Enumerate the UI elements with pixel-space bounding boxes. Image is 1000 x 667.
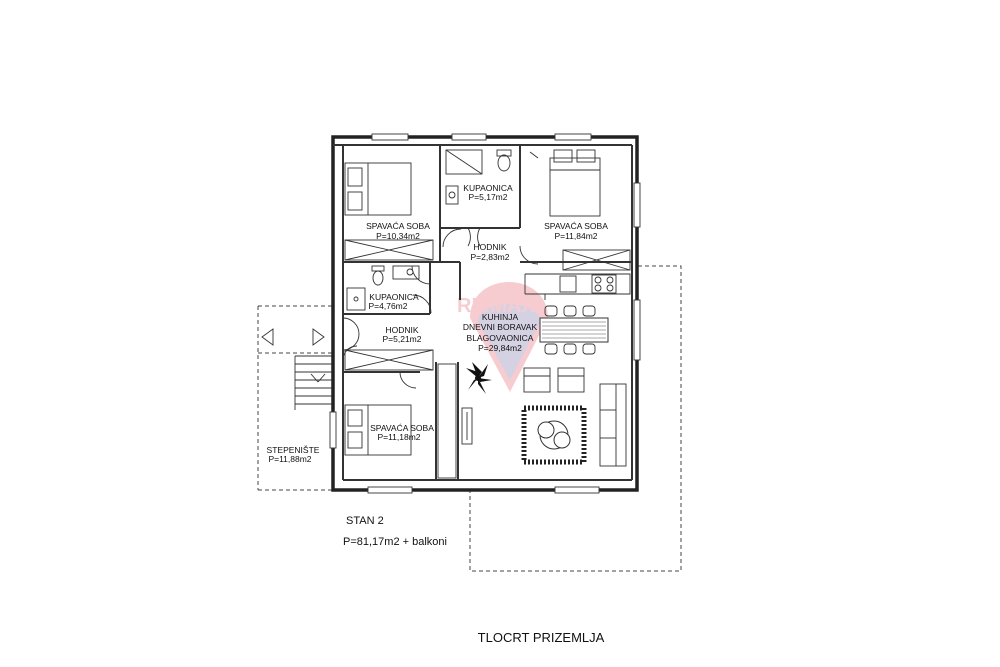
built-in-storage [437, 363, 473, 479]
room-area-bathroom-top: P=5,17m2 [469, 192, 508, 202]
kitchen-counter [524, 273, 631, 300]
unit-name: STAN 2 [346, 515, 384, 527]
room-area-hallway-left: P=5,21m2 [383, 334, 422, 344]
room-name-dining: BLAGOVAONICA [467, 333, 534, 343]
plant-icon [466, 362, 492, 394]
windows [329, 133, 641, 494]
bed-icon [344, 162, 412, 216]
sink-icon [445, 185, 459, 205]
balcony-outline [469, 265, 682, 572]
rug-icon [521, 405, 587, 465]
toilet-icon [496, 149, 512, 172]
room-area-bedroom-top-left: P=10,34m2 [376, 231, 420, 241]
sink-icon [392, 265, 420, 280]
room-name-kitchen: KUHINJA [482, 312, 519, 322]
room-name-hallway-top: HODNIK [473, 242, 506, 252]
sofa-icon [599, 383, 627, 467]
wardrobes [344, 239, 631, 371]
room-area-bedroom-bottom: P=11,18m2 [377, 432, 420, 442]
room-name-bedroom-top-right: SPAVAĆA SOBA [544, 221, 608, 231]
room-area-staircase: P=11,88m2 [268, 454, 311, 464]
remax-logo-text: RE/MAX [457, 295, 535, 317]
staircase-area [257, 305, 333, 491]
room-area-bathroom-left: P=4,76m2 [369, 301, 408, 311]
room-name-bedroom-bottom: SPAVAĆA SOBA [370, 423, 434, 433]
room-area-hallway-top: P=2,83m2 [471, 252, 510, 262]
room-area-bedroom-top-right: P=11,84m2 [554, 231, 597, 241]
room-name-living: DNEVNI BORAVAK [463, 322, 538, 332]
stove-icon [591, 274, 617, 294]
room-name-bathroom-left: KUPAONICA [369, 292, 419, 302]
remax-watermark: RE/MAX [457, 282, 548, 392]
toilet-icon [371, 265, 385, 286]
armchair-icon [523, 367, 585, 393]
bed-icon [529, 149, 601, 217]
shower-icon [445, 149, 483, 175]
plan-title: TLOCRT PRIZEMLJA [478, 630, 605, 645]
doors [342, 227, 539, 389]
dining-table-icon [539, 305, 609, 355]
shower-icon [346, 287, 366, 311]
room-area-living: P=29,84m2 [478, 343, 522, 353]
bed-icon [344, 404, 412, 456]
unit-area: P=81,17m2 + balkoni [343, 536, 447, 548]
room-name-bathroom-top: KUPAONICA [463, 183, 513, 193]
room-name-hallway-left: HODNIK [385, 325, 418, 335]
room-name-bedroom-top-left: SPAVAĆA SOBA [366, 221, 430, 231]
room-name-staircase: STEPENIŠTE [267, 445, 320, 455]
